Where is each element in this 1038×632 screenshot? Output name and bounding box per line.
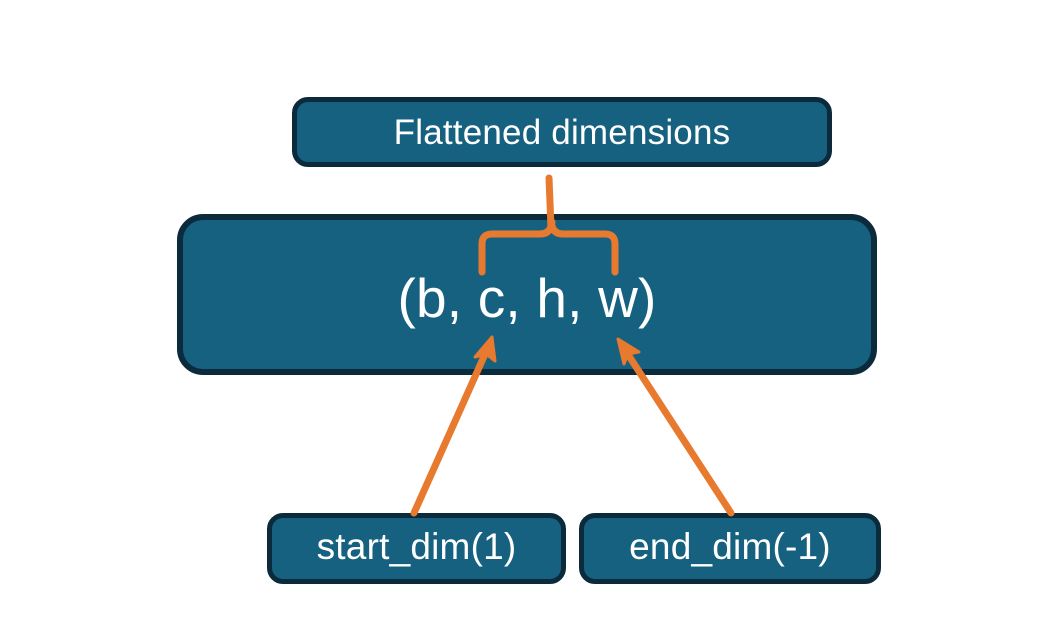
node-flattened-dimensions-label: Flattened dimensions — [393, 112, 731, 152]
node-tensor-shape[interactable]: (b, c, h, w) — [177, 214, 877, 375]
node-tensor-shape-label: (b, c, h, w) — [397, 267, 657, 329]
node-end-dim[interactable]: end_dim(-1) — [579, 513, 881, 584]
node-start-dim-label: start_dim(1) — [316, 526, 517, 567]
node-start-dim[interactable]: start_dim(1) — [267, 513, 566, 584]
node-flattened-dimensions[interactable]: Flattened dimensions — [292, 97, 832, 167]
node-end-dim-label: end_dim(-1) — [629, 526, 831, 567]
